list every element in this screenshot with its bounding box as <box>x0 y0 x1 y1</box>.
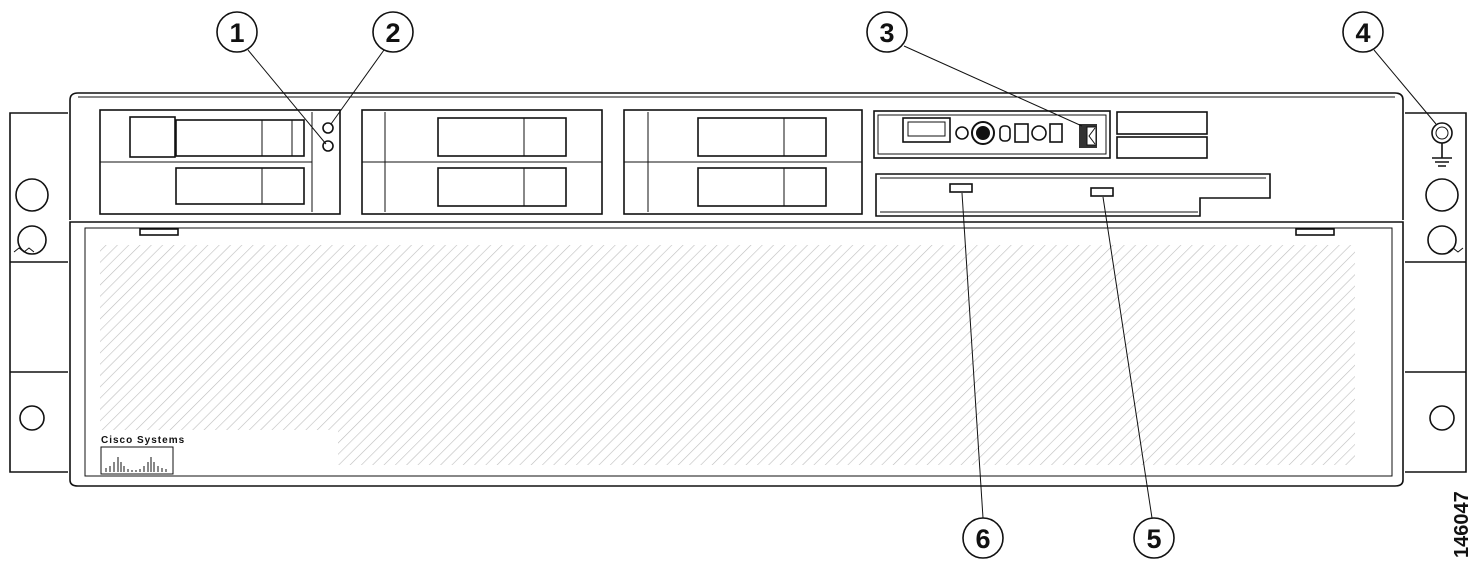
drive-bay-1 <box>99 109 341 215</box>
optical-drive-eject-button[interactable] <box>1090 187 1114 197</box>
callout-4: 4 <box>1342 11 1384 53</box>
svg-text:6: 6 <box>975 524 990 554</box>
svg-text:2: 2 <box>385 18 400 48</box>
callout-2: 2 <box>372 11 414 53</box>
svg-text:3: 3 <box>879 18 894 48</box>
power-led-icon <box>955 126 969 140</box>
id-button-icon[interactable] <box>1079 124 1097 148</box>
callout-3: 3 <box>866 11 908 53</box>
figure-id: 146047 <box>1451 491 1473 558</box>
id-led-icon <box>1031 125 1047 141</box>
callout-1: 1 <box>216 11 258 53</box>
optical-drive <box>875 173 1271 217</box>
ground-connector-icon <box>1431 122 1453 167</box>
blank-panel-lower <box>1116 136 1208 159</box>
hdd-led-icon <box>999 125 1011 142</box>
svg-text:Cisco Systems: Cisco Systems <box>101 435 185 446</box>
blank-panel-upper <box>1116 111 1208 135</box>
chassis <box>69 92 1404 220</box>
usb-port-icon[interactable] <box>902 117 951 143</box>
power-button-face <box>976 126 990 140</box>
drive-activity-led-1 <box>322 140 334 152</box>
optical-drive-activity-led <box>949 183 973 193</box>
drive-bay-2 <box>361 109 603 215</box>
left-rack-ear <box>9 112 68 473</box>
callout-6: 6 <box>962 517 1004 559</box>
usb-port-inner <box>907 121 946 137</box>
network-led-icon <box>1014 123 1029 143</box>
drive-status-led-2 <box>322 122 334 134</box>
cisco-systems-logo: Cisco Systems <box>100 435 185 475</box>
svg-text:5: 5 <box>1146 524 1161 554</box>
svg-text:4: 4 <box>1355 18 1370 48</box>
callout-5: 5 <box>1133 517 1175 559</box>
drive-bay-3 <box>623 109 863 215</box>
svg-text:1: 1 <box>229 18 244 48</box>
leader-lines <box>247 45 1437 519</box>
right-rack-ear <box>1405 112 1467 473</box>
front-control-panel <box>873 110 1111 159</box>
system-health-led-icon <box>1049 123 1063 143</box>
power-button-icon[interactable] <box>971 121 995 145</box>
front-bezel <box>69 221 1404 487</box>
